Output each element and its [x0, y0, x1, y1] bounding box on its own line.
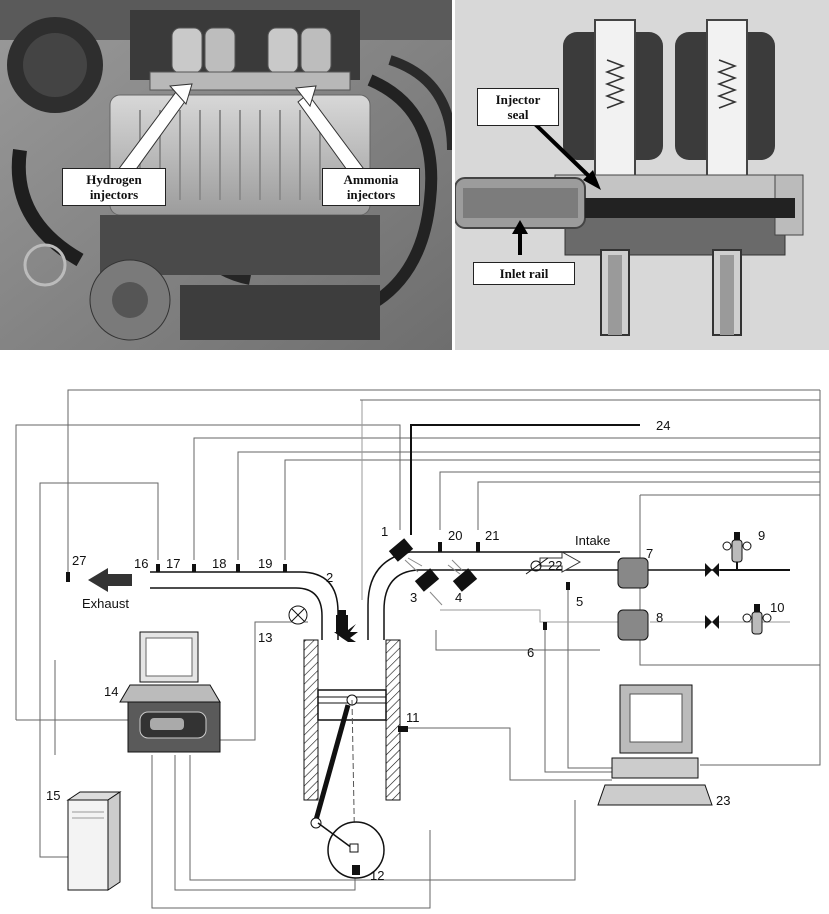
engine-photo: Hydrogen injectors Ammonia injectors: [0, 0, 452, 350]
label-24: 24: [656, 418, 670, 433]
sensor-24-lead: [410, 424, 640, 535]
ammonia-injectors-label: Ammonia injectors: [343, 172, 399, 202]
valves: [705, 563, 719, 629]
label-10: 10: [770, 600, 784, 615]
label-18: 18: [212, 556, 226, 571]
label-1: 1: [381, 524, 388, 539]
gas-bottle-10-icon: [742, 604, 772, 635]
label-13: 13: [258, 630, 272, 645]
label-19: 19: [258, 556, 272, 571]
server-15-icon: [66, 791, 122, 891]
engine-cylinder: [303, 639, 401, 879]
label-2: 2: [326, 570, 333, 585]
intake-label: Intake: [575, 533, 610, 548]
intake-arrow-icon: [539, 551, 582, 573]
label-4: 4: [455, 590, 462, 605]
label-6: 6: [527, 645, 534, 660]
injector-section-drawing: [455, 0, 829, 350]
injector-4-icon: [452, 568, 478, 592]
sensor-taps: [66, 542, 570, 732]
test-bench-schematic: Exhaust Intake 1 2 3 4 5 6 7 8 9 10 11 1…: [15, 389, 821, 909]
hydrogen-injectors-callout: Hydrogen injectors: [62, 168, 166, 206]
exhaust-pipe: [150, 571, 339, 640]
label-5: 5: [576, 594, 583, 609]
label-3: 3: [410, 590, 417, 605]
label-21: 21: [485, 528, 499, 543]
ammonia-injectors-callout: Ammonia injectors: [322, 168, 420, 206]
flow-controller-8-icon: [617, 609, 649, 641]
label-12: 12: [370, 868, 384, 883]
label-23: 23: [716, 793, 730, 808]
spray-lines: [404, 557, 463, 606]
spark-icon: [334, 622, 358, 642]
engine-photo-drawing: [0, 0, 452, 350]
injector-3-icon: [414, 568, 440, 592]
laptop-14-icon: [119, 631, 221, 753]
gas-bottle-9-icon: [722, 532, 752, 563]
flow-controller-7-icon: [617, 557, 649, 589]
component-numbers: 1 2 3 4 5 6 7 8 9 10 11 12 13 14 15 16 1…: [46, 418, 784, 883]
inlet-rail-label: Inlet rail: [499, 266, 549, 281]
label-11: 11: [406, 710, 420, 725]
injector-1-icon: [388, 538, 414, 562]
signal-lines: [15, 389, 821, 909]
exhaust-arrow-icon: [88, 568, 132, 592]
throttle-valve-icon: [530, 560, 542, 572]
label-16: 16: [134, 556, 148, 571]
injector-seal-label: Injector seal: [495, 92, 541, 122]
injector-section-image: Injector seal Inlet rail: [455, 0, 829, 350]
label-7: 7: [646, 546, 653, 561]
hydrogen-injectors-label: Hydrogen injectors: [86, 172, 142, 202]
label-22: 22: [548, 558, 562, 573]
label-27: 27: [72, 553, 86, 568]
label-8: 8: [656, 610, 663, 625]
label-17: 17: [166, 556, 180, 571]
injector-seal-callout: Injector seal: [477, 88, 559, 126]
exhaust-label: Exhaust: [82, 596, 129, 611]
computer-23-icon: [597, 684, 713, 806]
inlet-rail-callout: Inlet rail: [473, 262, 575, 285]
label-20: 20: [448, 528, 462, 543]
label-14: 14: [104, 684, 118, 699]
label-15: 15: [46, 788, 60, 803]
label-9: 9: [758, 528, 765, 543]
